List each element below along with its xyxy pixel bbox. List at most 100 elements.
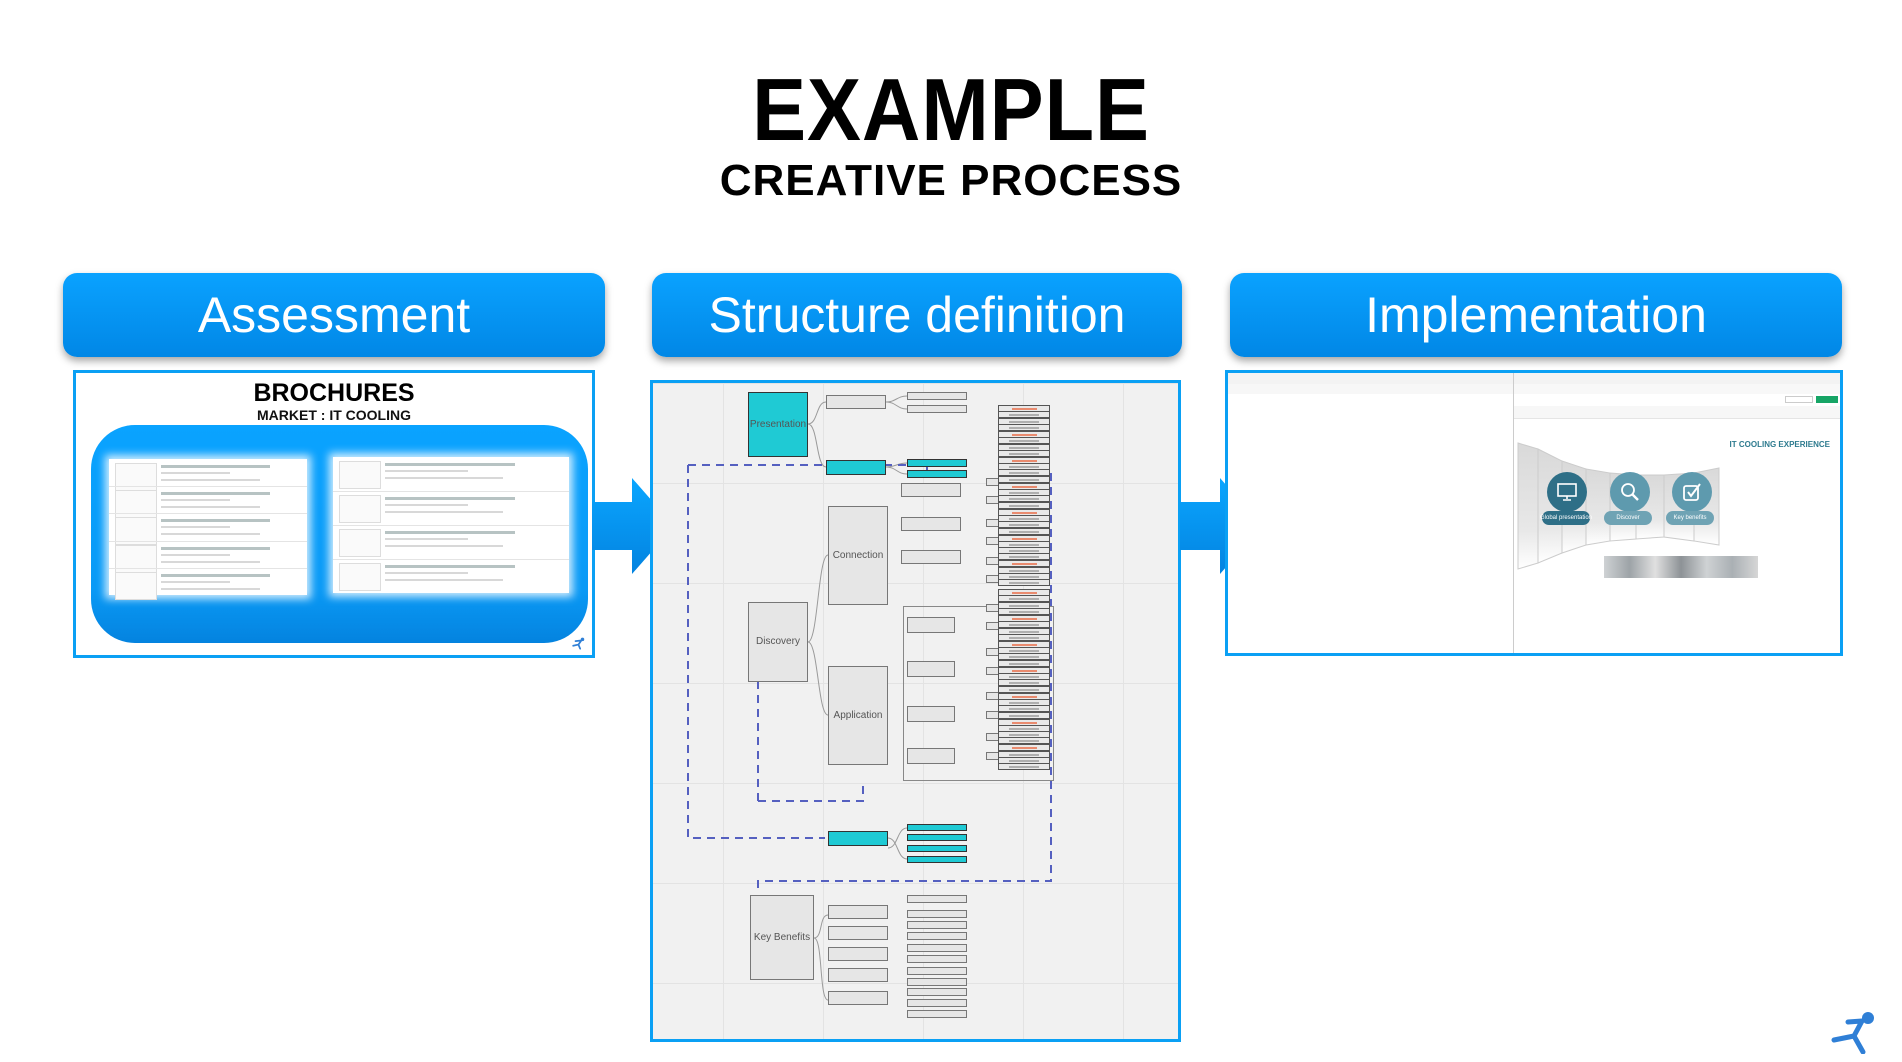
assessment-panel: BROCHURES MARKET : IT COOLING xyxy=(73,370,595,658)
brochure-thumbnail xyxy=(339,563,381,591)
checkbox-icon xyxy=(1683,483,1701,501)
leaf-node xyxy=(998,579,1050,587)
row-divider xyxy=(109,540,307,542)
row-divider xyxy=(333,559,569,560)
brochure-text-line xyxy=(161,506,260,509)
editor-toolbar xyxy=(1228,373,1513,384)
row-divider xyxy=(109,513,307,515)
preview-pane: IT COOLING EXPERIENCE Global presentatio… xyxy=(1514,373,1840,653)
leaf-node xyxy=(998,711,1050,719)
global-presentation-button[interactable]: Global presentation xyxy=(1540,511,1592,525)
discover-circle[interactable] xyxy=(1610,472,1650,512)
connector xyxy=(887,837,908,860)
leaf-node xyxy=(998,553,1050,561)
leaf-node xyxy=(998,633,1050,641)
brochure-text-line xyxy=(385,572,468,574)
application-group-frame xyxy=(903,606,1054,781)
leaf-node xyxy=(907,405,967,413)
leaf-node xyxy=(998,685,1050,693)
brochure-text-line xyxy=(161,472,231,474)
connector xyxy=(807,641,829,716)
node-connection: Connection xyxy=(828,506,888,605)
node-key-benefit xyxy=(828,905,888,919)
brochure-text-line xyxy=(385,538,468,540)
global-presentation-circle[interactable] xyxy=(1547,472,1587,512)
editor-left-pane xyxy=(1228,373,1514,653)
node-application-sub xyxy=(907,706,955,722)
brochure-text-line xyxy=(385,511,503,513)
leaf-node xyxy=(998,659,1050,667)
leaf-node xyxy=(907,824,967,831)
node-presentation-child-teal xyxy=(826,460,886,475)
leaf-node xyxy=(907,999,967,1007)
publish-button[interactable] xyxy=(1816,396,1838,403)
leaf-node xyxy=(998,475,1050,483)
product-images-strip xyxy=(1604,556,1758,578)
brochure-text-line xyxy=(385,545,503,547)
discover-button[interactable]: Discover xyxy=(1604,511,1652,525)
key-benefits-button[interactable]: Key benefits xyxy=(1666,511,1714,525)
leaf-node xyxy=(907,895,967,903)
leaf-node xyxy=(907,988,967,996)
leaf-node xyxy=(998,501,1050,509)
node-connection-sub xyxy=(901,483,961,497)
node-presentation: Presentation xyxy=(748,392,808,457)
brochure-text-line xyxy=(161,492,270,496)
leaf-node xyxy=(907,944,967,952)
brochure-thumbnail xyxy=(115,571,157,600)
node-key-benefit xyxy=(828,947,888,961)
brochure-text-line xyxy=(385,497,515,500)
brochures-container xyxy=(91,425,588,643)
leaf-node xyxy=(907,910,967,918)
connector xyxy=(807,423,827,468)
brochure-text-line xyxy=(161,553,231,556)
node-application-sub xyxy=(907,661,955,677)
node-application-sub xyxy=(907,617,955,633)
node-connection-sub xyxy=(901,517,961,531)
brochure-text-line xyxy=(385,531,515,534)
leaf-node xyxy=(907,967,967,975)
brochure-text-line xyxy=(161,533,260,536)
connector xyxy=(813,937,829,1001)
preview-tabbar xyxy=(1514,373,1840,384)
dashed-flow xyxy=(757,473,1052,891)
implementation-panel: IT COOLING EXPERIENCE Global presentatio… xyxy=(1225,370,1843,656)
leaf-node xyxy=(907,834,967,841)
brochure-text-line xyxy=(385,463,515,466)
arrow-right-icon xyxy=(1180,478,1262,574)
leaf-node xyxy=(907,921,967,929)
brochure-text-line xyxy=(385,565,515,568)
node-discovery: Discovery xyxy=(748,602,808,682)
connector xyxy=(813,914,829,939)
options-dropdown[interactable] xyxy=(1785,396,1813,403)
stage-header-implementation: Implementation xyxy=(1230,273,1842,357)
brochure-text-line xyxy=(161,519,270,523)
connector xyxy=(807,554,829,643)
brochure-text-line xyxy=(385,504,468,506)
connector xyxy=(885,395,908,403)
leaf-node xyxy=(998,607,1050,615)
leaf-node xyxy=(907,392,967,400)
brochure-thumbnail xyxy=(339,529,381,557)
monitor-icon xyxy=(1557,483,1577,501)
magnifier-icon xyxy=(1621,483,1639,501)
page-title: EXAMPLE xyxy=(752,60,1150,159)
brochure-text-line xyxy=(161,465,270,468)
node-key-benefits: Key Benefits xyxy=(750,895,814,980)
brochure-text-line xyxy=(161,587,260,590)
brochure-text-line xyxy=(385,579,503,581)
key-benefits-circle[interactable] xyxy=(1672,472,1712,512)
brochure-thumbnail xyxy=(339,495,381,523)
arrow-right-icon xyxy=(592,478,674,574)
leaf-node xyxy=(998,449,1050,457)
leaf-node xyxy=(998,737,1050,745)
node-connection-sub xyxy=(901,550,961,564)
row-divider xyxy=(109,567,307,569)
preview-menubar xyxy=(1514,384,1840,394)
node-teal-group xyxy=(828,831,888,846)
node-key-benefit xyxy=(828,968,888,982)
row-divider xyxy=(333,525,569,526)
node-application: Application xyxy=(828,666,888,765)
brochure-text-line xyxy=(161,573,270,577)
connector xyxy=(807,401,827,425)
